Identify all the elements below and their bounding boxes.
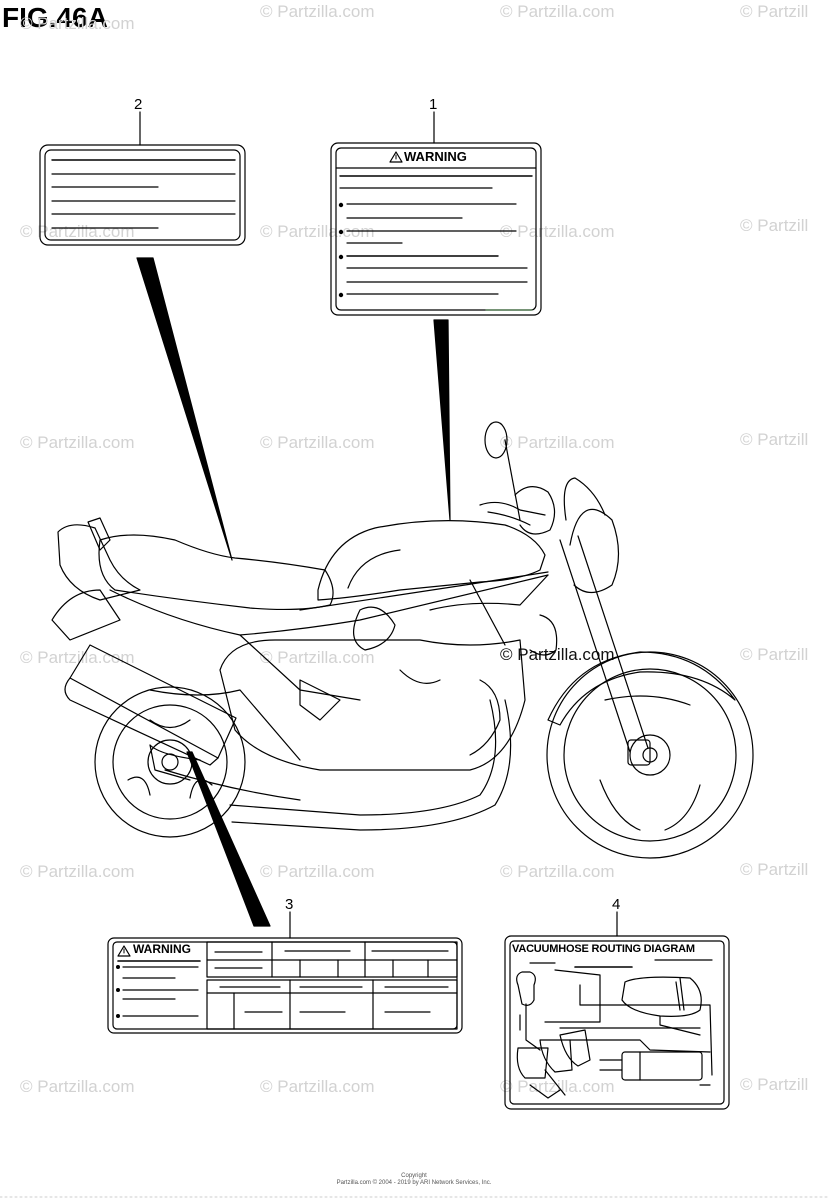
watermark: © Partzilla.com <box>500 1077 615 1096</box>
watermark: © Partzilla.com <box>260 222 375 241</box>
callout-number: 3 <box>285 896 294 913</box>
watermark: © Partzilla.com <box>500 862 615 881</box>
watermark: © Partzilla.com <box>260 648 375 667</box>
watermark: © Partzilla.com <box>500 222 615 241</box>
callout-number: 2 <box>134 96 143 113</box>
watermark: © Partzilla.com <box>20 433 135 452</box>
watermark: © Partzill <box>740 860 809 879</box>
watermark: © Partzilla.com <box>20 14 135 33</box>
pointer-wedge <box>136 257 233 561</box>
watermark: © Partzill <box>740 216 809 235</box>
watermark: © Partzilla.com <box>500 2 615 21</box>
motorcycle-drawing <box>51 421 754 859</box>
watermark: © Partzilla.com <box>260 1077 375 1096</box>
watermark: © Partzill <box>740 1075 809 1094</box>
label-4-vacuum-diagram <box>504 935 730 1110</box>
watermark: © Partzilla.com <box>20 862 135 881</box>
watermark: © Partzill <box>740 430 809 449</box>
watermark: © Partzilla.com <box>260 862 375 881</box>
callout-number: 4 <box>612 896 621 913</box>
warning-text: WARNING <box>133 942 191 956</box>
copyright-line: Partzilla.com © 2004 - 2019 by ARI Netwo… <box>336 1180 492 1186</box>
watermark: © Partzilla.com <box>500 645 615 664</box>
pointer-wedge <box>433 319 451 521</box>
watermark: © Partzilla.com <box>260 2 375 21</box>
vacuum-diagram-title: VACUUMHOSE ROUTING DIAGRAM <box>512 943 695 955</box>
warning-text: WARNING <box>404 149 467 164</box>
watermark: © Partzilla.com <box>20 1077 135 1096</box>
copyright-line: Copyright <box>401 1173 427 1179</box>
watermark: © Partzilla.com <box>260 433 375 452</box>
callout-number: 1 <box>429 96 438 113</box>
figure-title: FIG.46A <box>2 2 108 33</box>
watermark: © Partzill <box>740 2 809 21</box>
label-1-warning-diagram <box>330 142 542 316</box>
watermark: © Partzill <box>740 645 809 664</box>
label-2-diagram <box>39 144 246 246</box>
pointer-wedge <box>186 751 271 927</box>
label-3-warning-diagram <box>107 937 463 1034</box>
watermark: © Partzilla.com <box>500 433 615 452</box>
watermark: © Partzilla.com <box>20 222 135 241</box>
